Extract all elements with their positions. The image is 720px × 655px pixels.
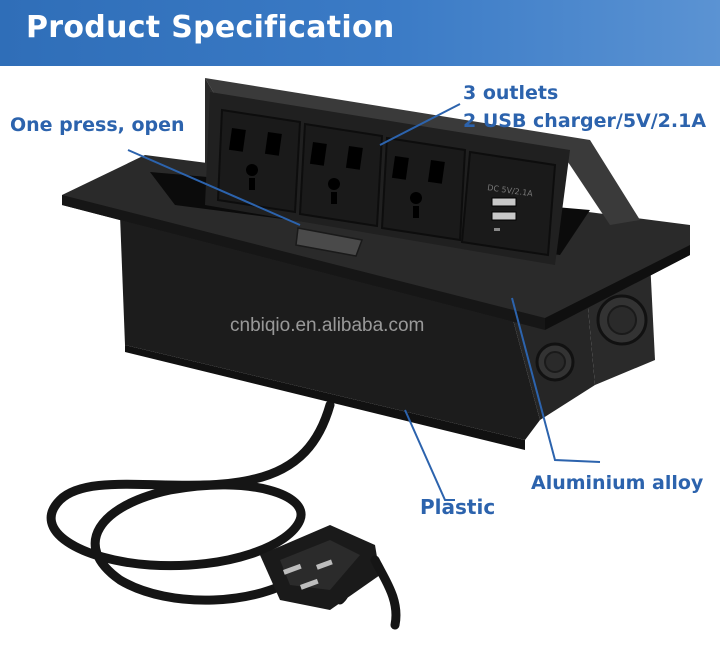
outlet-3	[380, 136, 467, 242]
callout-outlets-line1: 3 outlets	[463, 82, 559, 104]
callout-plastic: Plastic	[420, 495, 496, 519]
callout-aluminium: Aluminium alloy	[531, 472, 704, 494]
header-banner: Product Specification	[0, 0, 720, 66]
outlet-1	[216, 108, 302, 214]
leader-aluminium	[511, 297, 601, 463]
indicator-led	[494, 228, 500, 231]
outlet-2	[298, 122, 384, 228]
plug	[260, 525, 401, 630]
usb-port-1	[491, 197, 517, 207]
leader-plastic	[404, 409, 455, 501]
watermark: cnbiqio.en.alibaba.com	[230, 315, 425, 336]
usb-charger-module: DC 5V/2.1A	[460, 150, 557, 257]
callout-lines	[127, 103, 601, 501]
leader-outlets	[379, 103, 461, 146]
callout-outlets: 3 outlets 2 USB charger/5V/2.1A	[463, 79, 706, 135]
leader-one-press	[127, 149, 301, 226]
usb-port-2	[491, 211, 517, 221]
press-button	[295, 227, 364, 257]
callout-one-press: One press, open	[10, 114, 185, 136]
page-title: Product Specification	[26, 10, 395, 45]
callout-outlets-line2: 2 USB charger/5V/2.1A	[463, 110, 707, 132]
